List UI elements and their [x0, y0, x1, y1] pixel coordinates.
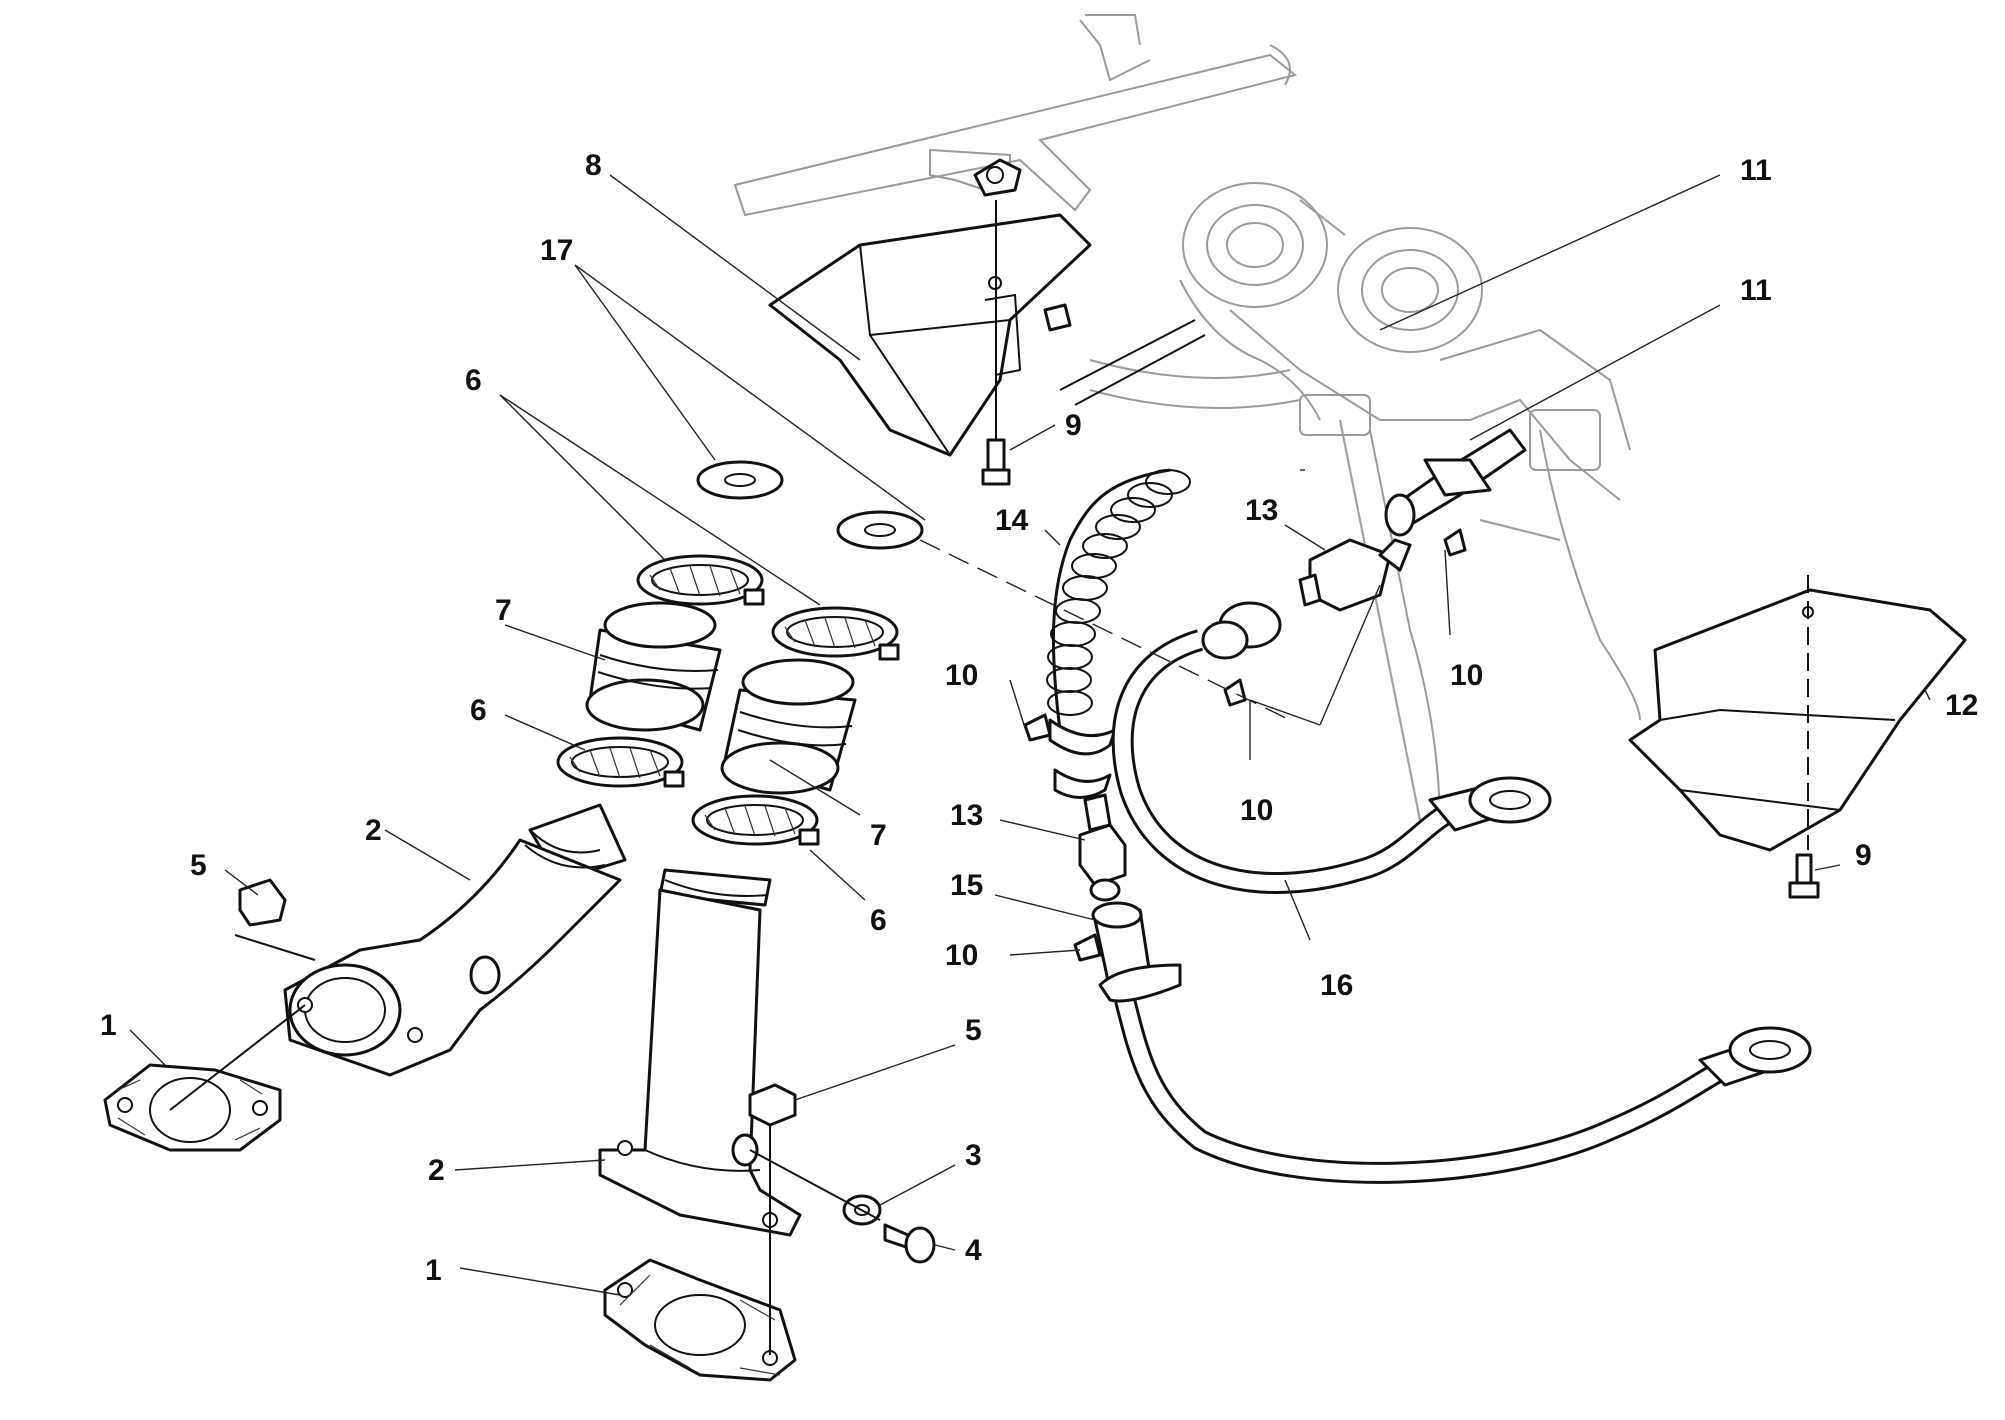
part-1-gasket-left	[103, 1063, 282, 1152]
carburettor-assembly-outline	[1089, 182, 1641, 831]
part-6-clamp-middle	[556, 736, 685, 788]
callout-8: 8	[585, 149, 602, 182]
callout-4: 4	[965, 1234, 982, 1267]
callout-14: 14	[995, 504, 1029, 537]
part-2-manifold-upper	[283, 803, 627, 1077]
part-12-cover	[1628, 575, 1967, 852]
part-8-cover	[768, 213, 1092, 457]
part-10-clips	[1023, 528, 1467, 962]
part-17-washer-left	[696, 460, 784, 500]
callout-6-lower: 6	[870, 904, 887, 937]
callout-15: 15	[950, 869, 983, 902]
part-13-fitting-lower	[1078, 793, 1127, 902]
callout-5-lower: 5	[965, 1014, 982, 1047]
callout-13-upper: 13	[1245, 494, 1278, 527]
callout-12: 12	[1945, 689, 1978, 722]
part-7-sleeve-left	[585, 601, 722, 732]
callout-5-left: 5	[190, 849, 207, 882]
callout-3: 3	[965, 1139, 982, 1172]
part-13-fitting-upper	[1298, 538, 1412, 612]
part-4-screw	[749, 1149, 936, 1264]
callout-6-upper: 6	[465, 364, 482, 397]
callout-6-middle: 6	[470, 694, 487, 727]
callout-9-upper: 9	[1065, 409, 1082, 442]
callout-1-left: 1	[100, 1009, 117, 1042]
part-9-screw-right	[1788, 853, 1820, 899]
part-16-hose-upper	[1111, 601, 1552, 894]
part-17-washer-right	[836, 510, 924, 550]
part-5-nut-left	[234, 878, 316, 961]
part-14-spring-hose	[1046, 319, 1206, 799]
callout-11-lower: 11	[1740, 274, 1772, 307]
callout-7-right: 7	[870, 819, 887, 852]
callout-17: 17	[540, 234, 573, 267]
part-2-manifold-lower	[598, 868, 802, 1237]
part-6-clamp-top-left	[636, 554, 765, 606]
callout-7-left: 7	[495, 594, 512, 627]
part-9-screw-upper	[981, 200, 1011, 486]
bracket-nut	[973, 158, 1022, 197]
callout-labels: 1 1 2 2 3 4 5 5 6 6 6 7 7 8 9 9 10 10 10…	[100, 149, 1978, 1287]
leader-lines	[129, 174, 1931, 1296]
spring-coils	[1046, 469, 1191, 716]
callout-2-lower: 2	[428, 1154, 445, 1187]
part-16-hose-lower	[1098, 963, 1812, 1184]
callout-16: 16	[1320, 969, 1353, 1002]
part-11-hose-stub	[1384, 428, 1527, 537]
part-6-clamp-lower	[691, 794, 820, 846]
callout-9-right: 9	[1855, 839, 1872, 872]
callout-2-upper: 2	[365, 814, 382, 847]
part-7-sleeve-right	[720, 658, 857, 795]
frame-tube-outline	[733, 14, 1298, 217]
part-6-clamp-top-right	[771, 606, 900, 661]
callout-11-upper: 11	[1740, 154, 1772, 187]
callout-10-left-upper: 10	[945, 659, 978, 692]
callout-1-lower: 1	[425, 1254, 442, 1287]
part-1-gasket-lower	[603, 1258, 797, 1382]
part-5-nut-lower	[748, 1083, 797, 1127]
callout-10-right: 10	[1450, 659, 1483, 692]
callout-10-left-lower: 10	[945, 939, 978, 972]
callout-10-center: 10	[1240, 794, 1273, 827]
callout-13-lower: 13	[950, 799, 983, 832]
